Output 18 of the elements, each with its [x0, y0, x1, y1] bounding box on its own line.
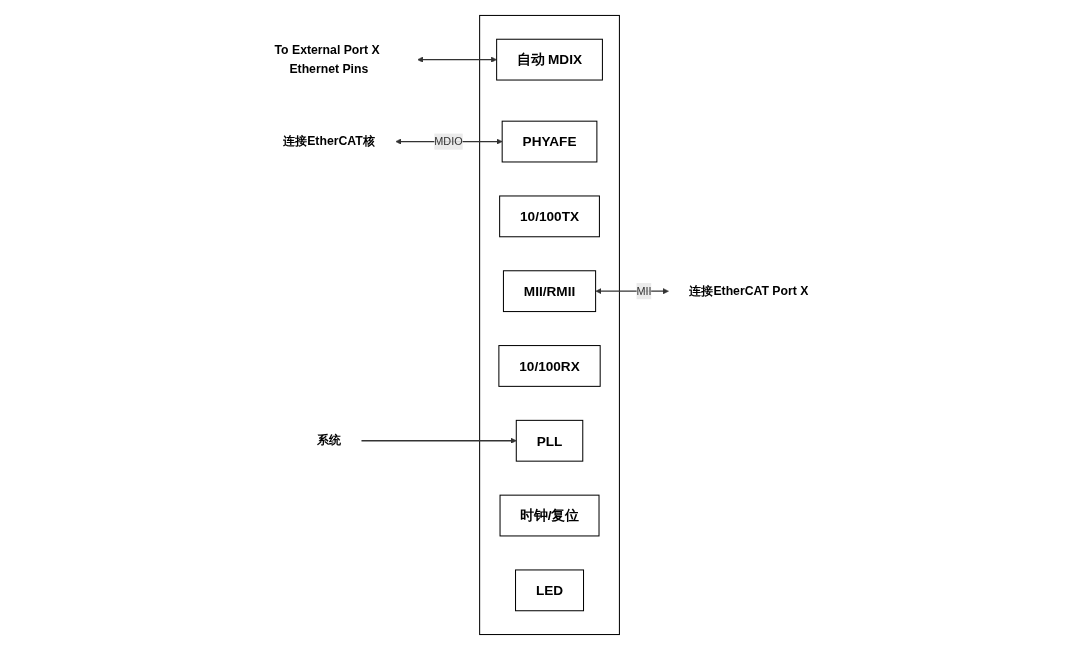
- node-box: 时钟/复位: [499, 494, 600, 537]
- node-text: 连接EtherCAT Port X: [688, 284, 809, 298]
- node-text: 系统: [316, 433, 341, 448]
- arrow: [595, 288, 669, 295]
- node-box: LED: [514, 569, 584, 612]
- node-box: PHYAFE: [501, 120, 598, 163]
- node-box: MII/RMII: [502, 270, 596, 313]
- edge-label: MDIO: [434, 135, 463, 148]
- node-box: PLL: [515, 419, 584, 462]
- node-text: To External Port X Ethernet Pins: [274, 43, 380, 76]
- arrow: [417, 56, 497, 63]
- node-box: 10/100RX: [498, 345, 601, 387]
- cluster: [479, 14, 620, 636]
- node-text: 连接EtherCAT核: [282, 134, 375, 149]
- arrow: [360, 437, 517, 444]
- node-box: 10/100TX: [499, 195, 600, 238]
- node-box: 自动 MDIX: [496, 38, 603, 81]
- edge-label: MII: [636, 285, 652, 297]
